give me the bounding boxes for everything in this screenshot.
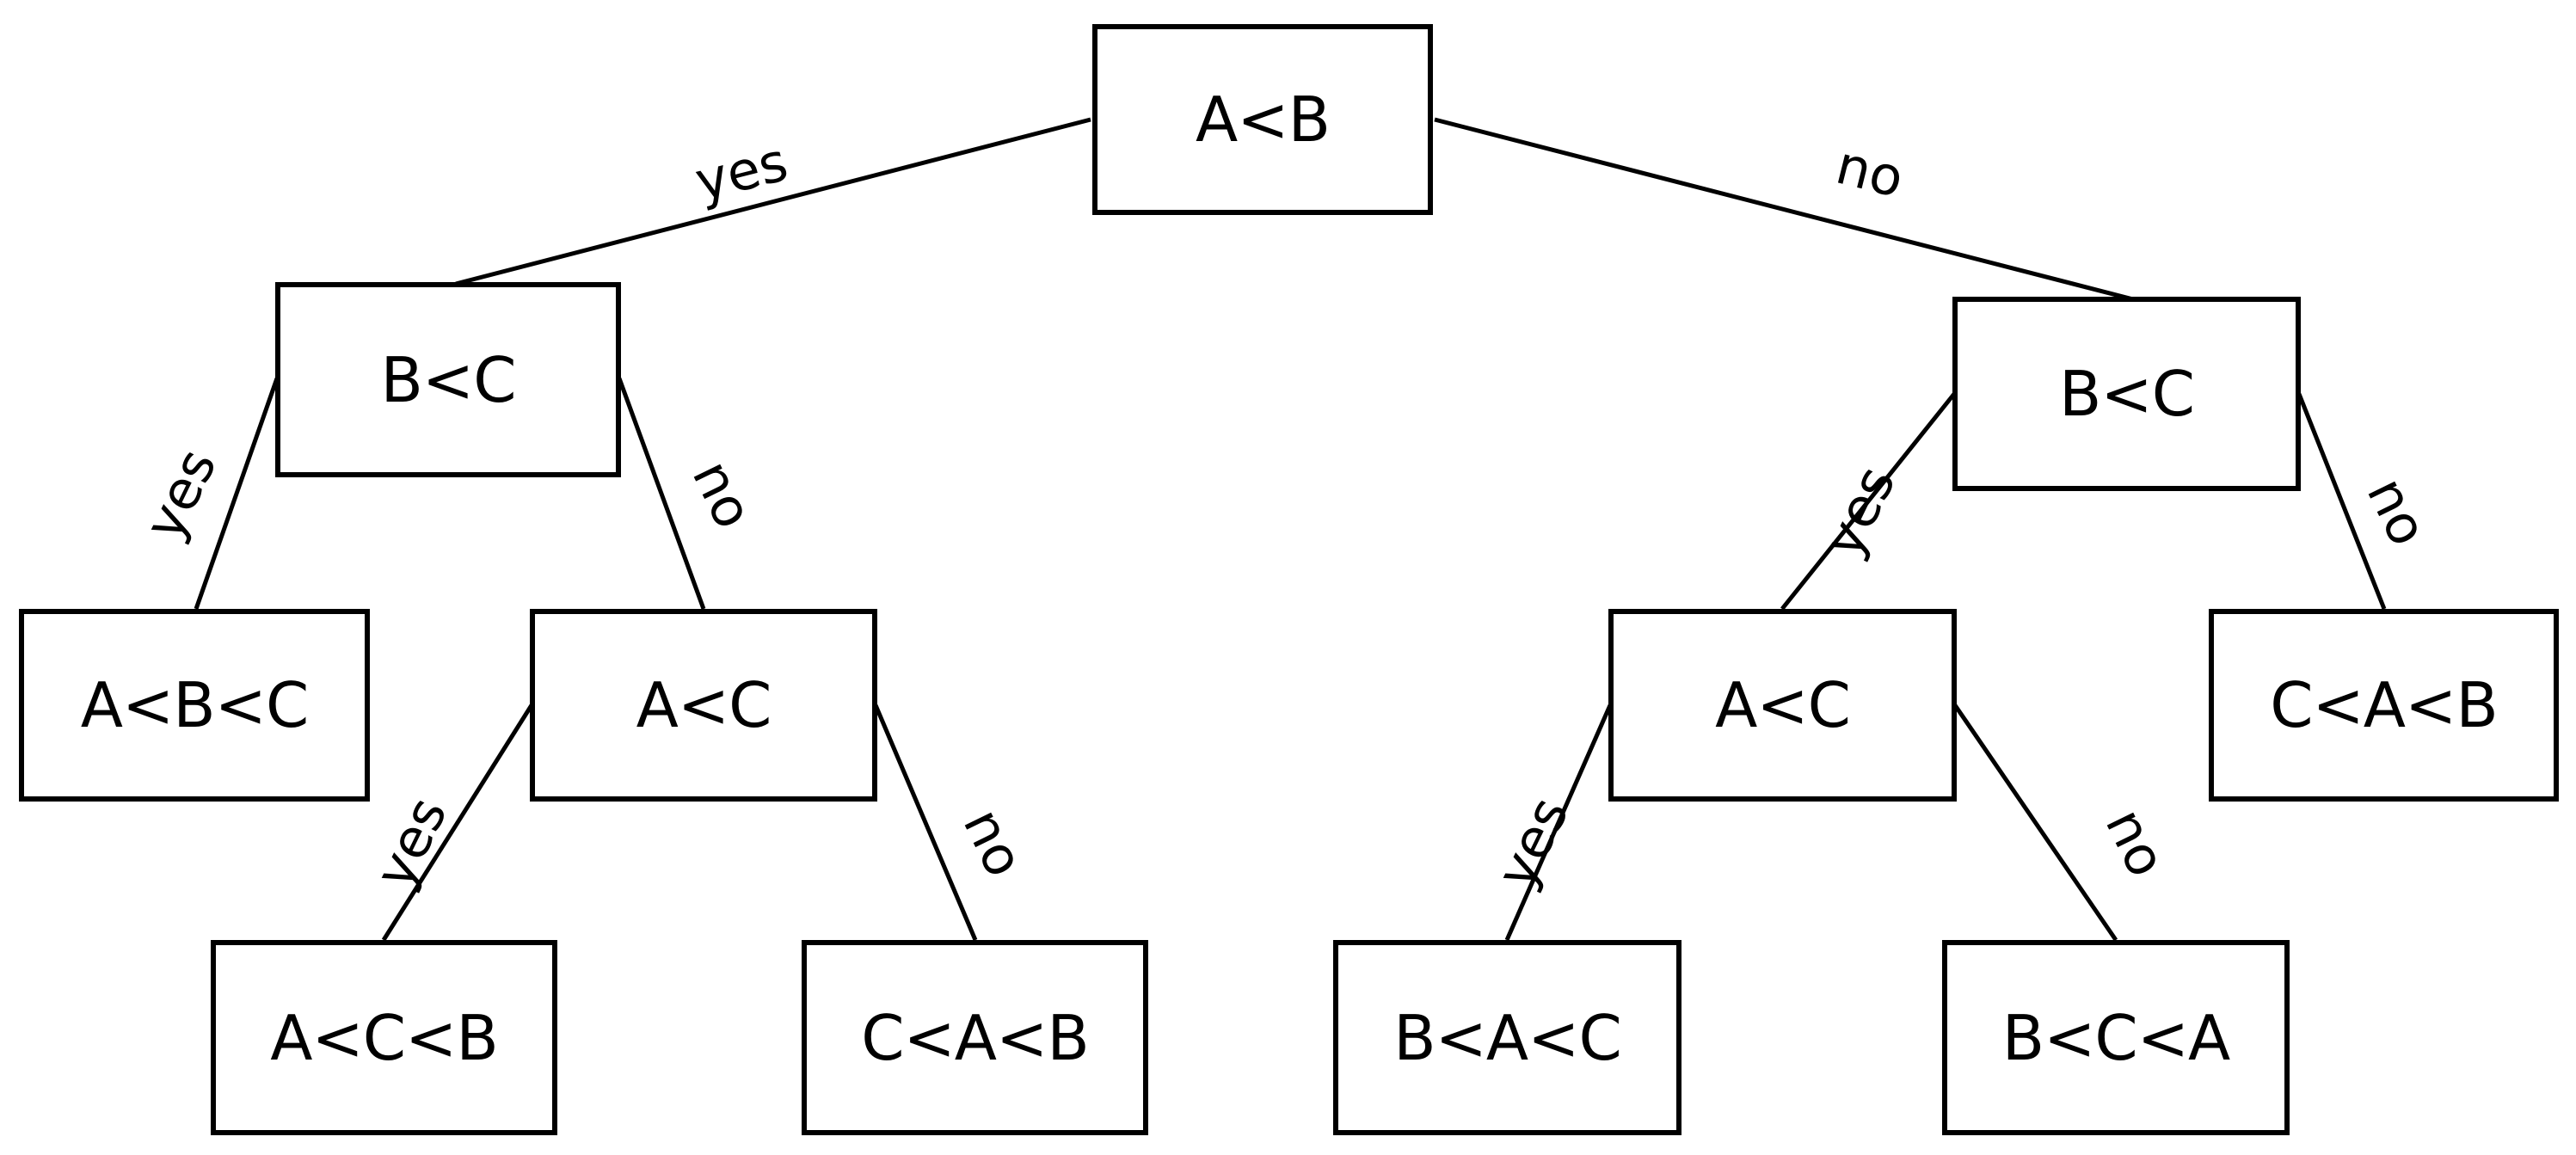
tree-edge [1434,117,2134,302]
tree-node-leaf[interactable]: A<C<B [211,940,557,1135]
tree-node-label: B<A<C [1393,1001,1622,1074]
tree-edge [381,703,534,942]
tree-node-label: A<C [1715,669,1851,741]
tree-edge [617,378,706,610]
tree-edge [1952,703,2118,942]
tree-node-label: B<C<A [2001,1001,2231,1074]
tree-node-label: A<C [636,669,772,741]
tree-edge [873,704,978,941]
tree-node-label: C<A<B [2270,669,2499,741]
tree-node-leaf[interactable]: C<A<B [802,940,1148,1135]
tree-edge [455,117,1091,286]
tree-node-label: B<C [380,343,517,416]
tree-node-label: B<C [2059,358,2195,430]
tree-node-leaf[interactable]: A<B<C [19,609,370,802]
edge-label-no: no [1829,132,1910,211]
tree-node-decision[interactable]: A<B [1092,24,1433,215]
tree-edge [2296,393,2387,610]
tree-node-decision[interactable]: B<C [1952,297,2301,491]
tree-node-label: A<B [1196,83,1331,156]
tree-node-leaf[interactable]: B<C<A [1942,940,2290,1135]
tree-node-label: A<B<C [80,669,310,741]
tree-node-decision[interactable]: A<C [1608,609,1957,802]
tree-node-decision[interactable]: A<C [530,609,877,802]
tree-node-decision[interactable]: B<C [275,282,621,477]
tree-edge [1504,703,1613,942]
tree-node-leaf[interactable]: C<A<B [2209,609,2559,802]
tree-edge [1780,392,1956,611]
tree-edge [194,378,280,610]
tree-node-leaf[interactable]: B<A<C [1333,940,1681,1135]
tree-node-label: A<C<B [270,1001,499,1074]
tree-node-label: C<A<B [861,1001,1090,1074]
